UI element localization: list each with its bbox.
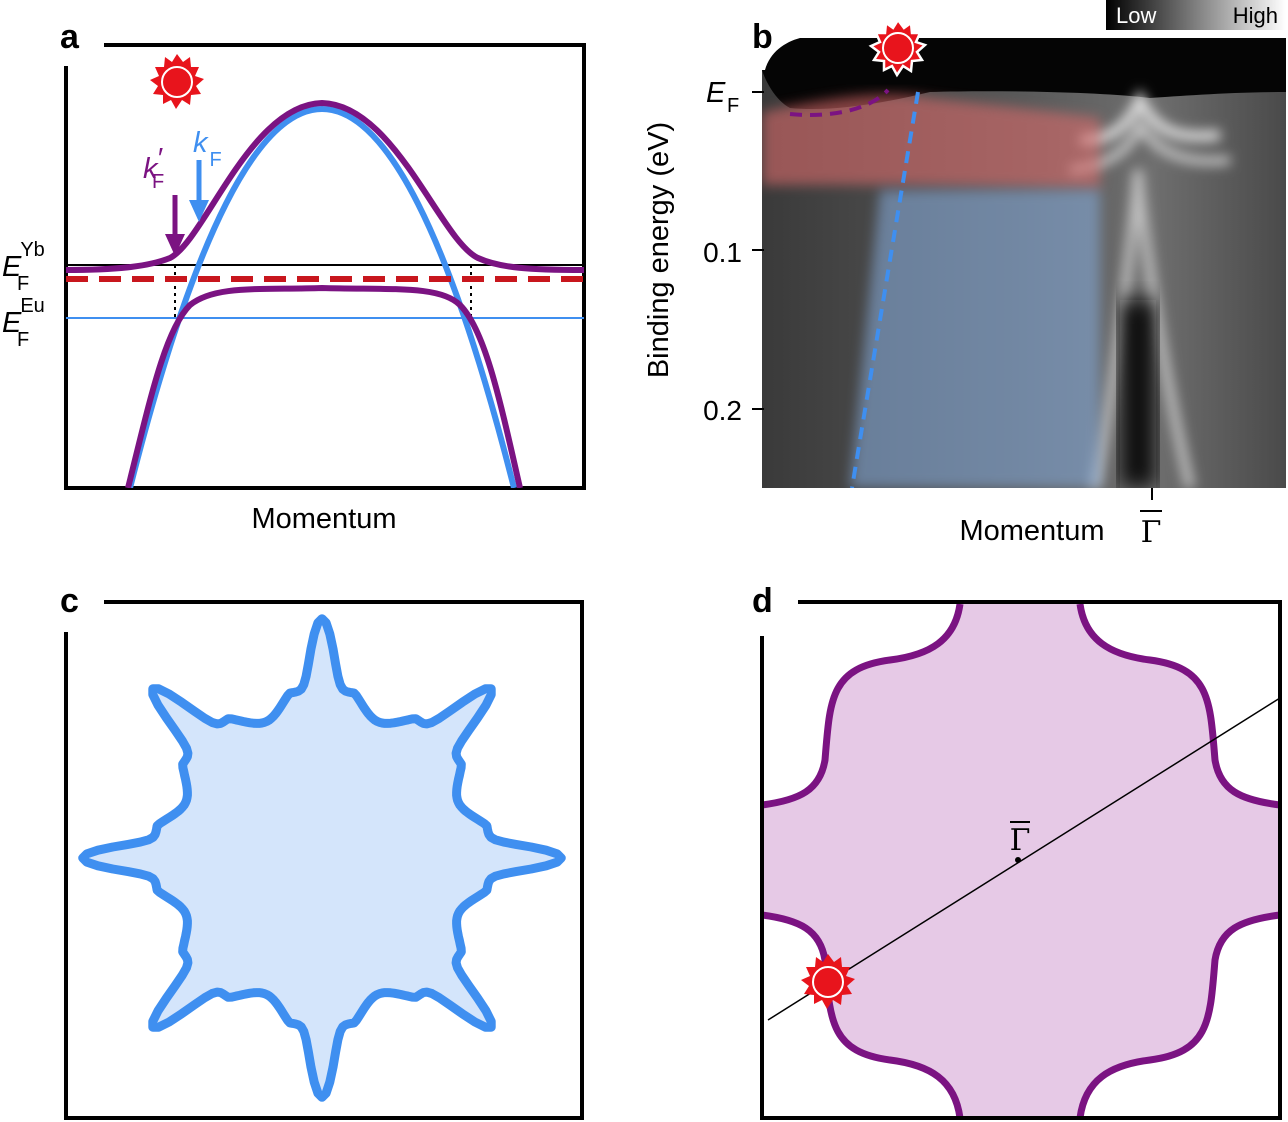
panel-label-b: b [752, 18, 773, 56]
panel-label-c: c [60, 582, 79, 620]
panel-c: c [60, 582, 584, 1120]
fermi-surface-arc-tl [762, 604, 964, 809]
fermi-surface-arc-tr [1076, 604, 1280, 809]
panel-a: a k′F kF EYb F [2, 18, 586, 535]
panel-label-d: d [752, 582, 773, 620]
ef-eu-label: EEu [2, 295, 45, 339]
purple-upper-band [66, 99, 584, 273]
ef-eu-sub: F [17, 329, 29, 351]
momentum-cut-line [767, 697, 1280, 1021]
fermi-surface-arc-br [1076, 911, 1280, 1118]
colorbar-low-label: Low [1116, 3, 1156, 28]
panel-b-notch [762, 38, 800, 70]
ef-label: E [706, 77, 726, 109]
kf-prime-arrow-head [165, 234, 185, 256]
fermi-surface-arc-bl [762, 911, 964, 1118]
panel-a-frame [64, 43, 586, 490]
gamma-bands [1069, 88, 1231, 488]
panel-b-xlabel: Momentum [959, 515, 1104, 547]
y-tick-label-0-1: 0.1 [703, 237, 742, 268]
panel-label-a: a [60, 18, 80, 56]
y-tick-label-0-2: 0.2 [703, 395, 742, 426]
red-shaded-region [762, 94, 1100, 188]
ef-yb-sub: F [17, 273, 29, 295]
panel-b: b 0.1 0.2 E F Binding energy (eV) Moment… [643, 0, 1286, 550]
kf-prime-label: k′F [143, 143, 164, 193]
colorbar [1106, 0, 1286, 30]
panel-c-frame [64, 600, 584, 1120]
fermi-surface-star [78, 614, 566, 1102]
ef-yb-label: EYb [2, 239, 45, 283]
blue-band [127, 106, 517, 488]
panel-b-gamma-label: Γ [1141, 515, 1162, 550]
ef-label-sub: F [727, 95, 739, 117]
kf-label: kF [193, 127, 222, 171]
panel-d: d Γ [752, 582, 1282, 1120]
kf-arrow-head [189, 200, 209, 222]
colorbar-high-label: High [1233, 3, 1278, 28]
sun-icon [149, 53, 205, 110]
blue-dashed-dispersion [850, 91, 920, 488]
gamma-dark-core [1120, 300, 1156, 488]
blue-shaded-region [850, 190, 1100, 488]
gamma-point [1015, 857, 1021, 863]
panel-d-gamma-label: Γ [1010, 823, 1031, 858]
panel-b-ylabel: Binding energy (eV) [643, 122, 675, 378]
panel-a-xlabel: Momentum [251, 503, 396, 535]
panel-d-frame [760, 600, 1282, 1120]
purple-lower-band [125, 284, 523, 488]
